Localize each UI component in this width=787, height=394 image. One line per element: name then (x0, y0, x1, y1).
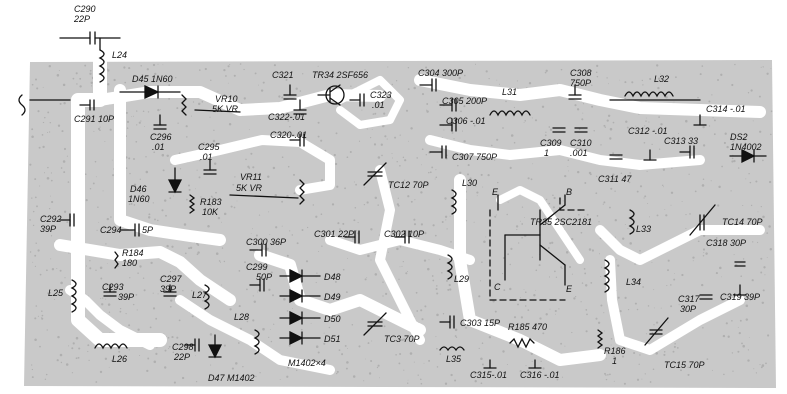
label-l27: L27 (192, 290, 208, 300)
label-c290: C290 (74, 4, 96, 14)
label-d46-value: 1N60 (128, 194, 150, 204)
label-vr10-value: 5K VR (212, 104, 239, 114)
label-r186-id: R186 (604, 346, 626, 356)
label-l32: L32 (654, 74, 669, 84)
label-ds2-value: 1N4002 (730, 142, 762, 152)
label-tr35: TR35 2SC2181 (530, 217, 592, 227)
label-e-bottom: E (566, 284, 573, 294)
label-tc3: TC3 70P (384, 334, 420, 344)
label-c294: C294 (100, 225, 122, 235)
label-d47: D47 M1402 (208, 373, 255, 383)
label-c298-id: C298 (172, 342, 194, 352)
label-c310-id: C310 (570, 138, 592, 148)
label-c310-value: .001 (570, 148, 588, 158)
label-c292-value: 39P (40, 224, 56, 234)
label-tc15: TC15 70P (664, 360, 705, 370)
label-d50: D50 (324, 314, 341, 324)
label-l29: L29 (454, 274, 469, 284)
label-c306: C306 -.01 (446, 116, 486, 126)
label-l26: L26 (112, 354, 127, 364)
label-d48: D48 (324, 272, 341, 282)
label-c307: C307 750P (452, 152, 497, 162)
label-c296-id: C296 (150, 132, 172, 142)
label-c296-value: .01 (152, 142, 165, 152)
label-l33: L33 (636, 224, 651, 234)
label-c305: C305 200P (442, 96, 487, 106)
label-tc12: TC12 70P (388, 180, 429, 190)
label-c317-value: 30P (680, 304, 696, 314)
label-c313: C313 33 (664, 136, 698, 146)
component-labels: C290 22P L24 D45 1N60 VR10 5K VR C296 .0… (40, 4, 763, 383)
label-r185: R185 470 (508, 322, 547, 332)
label-c291: C291 10P (74, 114, 114, 124)
label-c308-id: C308 (570, 68, 592, 78)
label-c317-id: C317 (678, 294, 701, 304)
label-r184-id: R184 (122, 248, 144, 258)
label-d45: D45 1N60 (132, 74, 173, 84)
label-r183-id: R183 (200, 197, 222, 207)
label-c308-value: 750P (570, 78, 591, 88)
label-vr11-value: 5K VR (236, 183, 263, 193)
label-c321: C321 (272, 70, 294, 80)
label-c322: C322-.01 (268, 112, 305, 122)
label-c309-value: 1 (544, 148, 549, 158)
label-c: C (494, 282, 501, 292)
label-ds2-id: DS2 (730, 132, 748, 142)
label-r183-value: 10K (202, 207, 219, 217)
label-c293-value: 39P (118, 292, 134, 302)
label-c302: C302 10P (384, 229, 424, 239)
label-c316: C316 -.01 (520, 370, 560, 380)
label-c319: C319 39P (720, 292, 760, 302)
label-c323-value: .01 (372, 100, 385, 110)
label-r184-value: 180 (122, 258, 137, 268)
label-c295-value: .01 (200, 152, 213, 162)
label-l30: L30 (462, 178, 477, 188)
label-c304: C304 300P (418, 68, 463, 78)
label-c314: C314 -.01 (706, 104, 746, 114)
label-l24: L24 (112, 50, 127, 60)
label-c312: C312 -.01 (628, 126, 668, 136)
label-tr34: TR34 2SF656 (312, 70, 368, 80)
label-c311: C311 47 (598, 174, 632, 184)
pcb-substrate (24, 60, 776, 388)
label-l35: L35 (446, 354, 462, 364)
label-c315: C315-.01 (470, 370, 507, 380)
label-c292-id: C292 (40, 214, 62, 224)
label-c295-id: C295 (198, 142, 221, 152)
label-b: B (566, 187, 572, 197)
label-c318: C318 30P (706, 238, 746, 248)
label-e-top: E (492, 187, 499, 197)
label-c323-id: C323 (370, 90, 392, 100)
label-d49: D49 (324, 292, 341, 302)
label-c293-id: C293 (102, 282, 124, 292)
label-d46-id: D46 (130, 184, 147, 194)
label-c299-value: 50P (256, 272, 272, 282)
label-l25: L25 (48, 288, 64, 298)
label-tc14: TC14 70P (722, 217, 763, 227)
label-r186-value: 1 (612, 356, 617, 366)
label-c297-id: C297 (160, 274, 183, 284)
label-c299-id: C299 (246, 262, 268, 272)
label-c298-value: 22P (173, 352, 190, 362)
label-c290-value: 22P (73, 14, 90, 24)
label-c301: C301 22P (314, 229, 354, 239)
label-c309-id: C309 (540, 138, 562, 148)
label-vr10-id: VR10 (215, 94, 238, 104)
label-l34: L34 (626, 277, 641, 287)
label-vr11-id: VR11 (240, 172, 262, 182)
label-l28: L28 (234, 312, 249, 322)
label-c320: C320-.01 (270, 130, 307, 140)
label-c294-value: 5P (142, 225, 153, 235)
label-c300: C300 36P (246, 237, 286, 247)
label-c297-value: 39P (160, 284, 176, 294)
label-c303: C303 15P (460, 318, 500, 328)
label-d51: D51 (324, 334, 341, 344)
schematic-ink (18, 31, 767, 369)
label-m1402x4: M1402×4 (288, 358, 326, 368)
label-l31: L31 (502, 87, 517, 97)
